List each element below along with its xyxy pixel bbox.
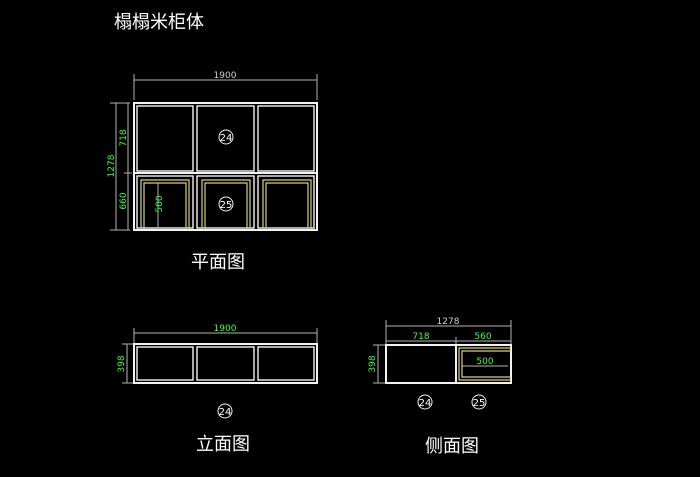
- plan-inner-frame-right: [262, 179, 312, 228]
- side-right-dimension: 560: [456, 332, 511, 342]
- elevation-outer-panel: [133, 343, 318, 384]
- elevation-cell-left: [136, 346, 194, 381]
- side-view-label: 侧面图: [425, 436, 479, 457]
- side-left-dimension: 718: [386, 332, 457, 345]
- elevation-view-label: 立面图: [196, 434, 250, 455]
- side-inner-frame: [458, 347, 511, 381]
- plan-back-cell-middle: [196, 105, 255, 172]
- plan-tag-back: 24: [218, 129, 234, 145]
- side-view: 1278 718 560 398 500 24: [368, 317, 512, 457]
- elevation-width-label: 1900: [214, 324, 237, 334]
- plan-front-cell-left: [136, 175, 194, 229]
- side-tag-left: 24: [417, 394, 433, 410]
- plan-inner-label: 500: [155, 195, 165, 212]
- svg-text:25: 25: [220, 200, 233, 211]
- elevation-cell-middle: [196, 346, 255, 381]
- drawing-title: 榻榻米柜体: [114, 12, 204, 33]
- elevation-height-dimension: 398: [117, 343, 133, 384]
- plan-depth-total-dimension: 1278: [107, 102, 130, 231]
- svg-text:24: 24: [219, 407, 232, 418]
- svg-text:25: 25: [473, 398, 486, 409]
- plan-outer-panel: [133, 102, 318, 231]
- elevation-view: 1900 398 24 立面图: [117, 324, 318, 455]
- side-height-dimension: 398: [368, 344, 385, 384]
- svg-text:24: 24: [220, 133, 233, 144]
- plan-depth-total-label: 1278: [107, 154, 117, 177]
- plan-inner-frame-middle: [201, 179, 251, 228]
- plan-view: 1900 1278 718 660: [107, 71, 318, 273]
- elevation-width-dimension: 1900: [133, 324, 318, 344]
- plan-width-label: 1900: [214, 71, 237, 81]
- elevation-height-label: 398: [117, 355, 127, 372]
- plan-view-label: 平面图: [191, 252, 245, 273]
- plan-inner-frame-left: [140, 179, 190, 228]
- plan-tag-front: 25: [218, 196, 234, 212]
- svg-text:24: 24: [419, 398, 432, 409]
- side-left-label: 718: [412, 332, 429, 342]
- side-tag-right: 25: [471, 394, 487, 410]
- elevation-cell-right: [257, 346, 315, 381]
- plan-back-cell-left: [136, 105, 194, 172]
- side-right-label: 560: [474, 332, 491, 342]
- side-inner-dimension: 500: [462, 357, 508, 367]
- plan-inner-dimension: 500: [155, 183, 165, 228]
- side-total-label: 1278: [437, 317, 460, 327]
- plan-width-dimension: 1900: [133, 71, 318, 100]
- plan-front-cell-right: [257, 175, 315, 229]
- side-outer-panel: [385, 344, 512, 384]
- plan-depth-front-label: 660: [119, 192, 129, 209]
- side-inner-label: 500: [476, 357, 493, 367]
- side-height-label: 398: [368, 355, 378, 372]
- elevation-tag: 24: [217, 403, 233, 419]
- plan-depth-back-label: 718: [119, 129, 129, 146]
- plan-depth-front-dimension: 660: [119, 173, 129, 230]
- plan-back-cell-right: [257, 105, 315, 172]
- plan-front-cell-middle: [196, 175, 255, 229]
- plan-depth-back-dimension: 718: [119, 103, 132, 174]
